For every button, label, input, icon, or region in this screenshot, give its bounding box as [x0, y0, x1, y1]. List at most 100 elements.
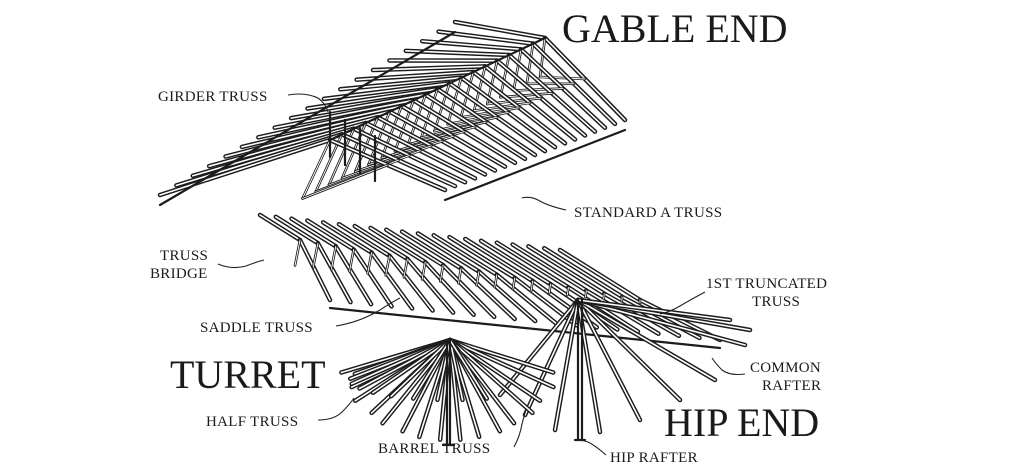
hip-end-rafter-inner: [577, 299, 681, 401]
main-span-web-inner: [294, 239, 301, 266]
gable-wing-rafter-left-inner: [454, 21, 546, 39]
leader-girder-truss: [287, 93, 329, 113]
gable-wing-plate-right: [443, 128, 627, 202]
main-span-web-inner: [367, 252, 373, 274]
gable-wing-web-inner: [499, 92, 553, 98]
label-truss-bridge-line2: BRIDGE: [150, 266, 208, 282]
leader-first-truncated: [659, 291, 706, 315]
gable-wing-web-inner: [302, 139, 331, 199]
label-truss-bridge-line1: TRUSS: [160, 248, 208, 264]
main-span-rafter-front-inner: [460, 267, 516, 320]
main-span-rafter-back-inner: [338, 223, 391, 257]
main-span-web-inner: [548, 283, 551, 294]
main-span-web-inner: [439, 264, 444, 282]
leader-barrel-truss: [513, 409, 527, 448]
main-span-rafter-front-inner: [299, 239, 331, 301]
label-girder-truss: GIRDER TRUSS: [158, 89, 268, 105]
main-span-rafter-back-inner: [401, 230, 462, 270]
label-turret: TURRET: [170, 352, 326, 397]
turret-half-rafter-inner: [372, 339, 451, 394]
main-span-rafter-back-inner: [353, 225, 409, 260]
main-span-rafter-back-inner: [496, 241, 570, 289]
turret-rafter-inner: [449, 339, 534, 414]
leader-hip-rafter: [577, 439, 607, 456]
main-span-web-inner: [457, 267, 462, 284]
main-span-web-inner: [330, 245, 337, 270]
main-span-rafter-back-inner: [259, 214, 301, 241]
main-span-rafter-front-inner: [496, 273, 557, 324]
main-span-rafter-back-inner: [559, 249, 641, 301]
hip-end-rafter-inner: [554, 299, 579, 431]
gable-wing-rafter-left-inner: [224, 116, 379, 158]
label-first-truncated-line2: TRUSS: [752, 294, 800, 310]
main-span-rafter-back-inner: [385, 228, 444, 267]
main-span-rafter-front-inner: [388, 254, 434, 312]
main-span-rafter-front-inner: [352, 248, 393, 308]
main-span-rafter-front-inner: [406, 258, 454, 314]
hip-end-rafter-inner: [577, 299, 746, 346]
gable-wing-rafter-left-inner: [208, 122, 367, 167]
label-gable-end: GABLE END: [562, 6, 788, 51]
turret-half-rafter-inner: [412, 339, 451, 400]
main-span-rafter-back-inner: [369, 227, 427, 263]
main-span-rafter-front-inner: [317, 242, 352, 303]
label-hip-rafter: HIP RAFTER: [610, 450, 698, 466]
truss-framework-drawing: [157, 19, 753, 447]
main-span-rafter-back-inner: [290, 217, 337, 248]
main-span-rafter-back-inner: [274, 216, 319, 244]
main-span-web-inner: [530, 280, 534, 292]
main-span-rafter-front-inner: [442, 264, 496, 318]
hip-end-rafter-inner: [577, 299, 731, 321]
main-span-rafter-back-inner: [480, 239, 552, 286]
main-span-rafter-front-inner: [478, 270, 537, 322]
hip-end-rafter-inner: [499, 299, 579, 396]
main-span-web-inner: [403, 258, 408, 278]
main-span-web-inner: [512, 277, 516, 290]
gable-wing-web-inner: [513, 88, 564, 91]
main-span-rafter-front-inner: [334, 245, 372, 306]
main-span-web-inner: [312, 242, 319, 268]
leader-saddle-truss: [335, 297, 401, 327]
main-span-web-inner: [476, 271, 480, 286]
hip-end-rafter-inner: [577, 299, 716, 381]
gable-wing-web-inner: [499, 54, 510, 98]
label-common-rafter-line1: COMMON: [750, 360, 821, 376]
label-saddle-truss: SADDLE TRUSS: [200, 320, 313, 336]
leader-lines: [217, 93, 746, 456]
turret-rafter-inner: [449, 339, 555, 388]
main-span-rafter-back-inner: [417, 232, 480, 273]
leader-half-truss: [317, 397, 355, 421]
main-span-rafter-back-inner: [511, 243, 588, 292]
label-standard-a-truss: STANDARD A TRUSS: [574, 205, 722, 221]
label-barrel-truss: BARREL TRUSS: [378, 441, 490, 457]
main-span-rafter-back-inner: [448, 236, 516, 279]
gable-wing-rafter-left-inner: [191, 127, 355, 177]
main-span-web-inner: [603, 293, 605, 300]
main-span-rafter-front-inner: [567, 286, 639, 333]
main-span-rafter-back-inner: [464, 238, 534, 282]
main-span-rafter-back-inner: [306, 219, 355, 251]
main-span-rafter-front-inner: [370, 251, 413, 310]
main-span-plate: [328, 306, 722, 350]
leader-truss-bridge: [217, 259, 265, 269]
leader-common-rafter: [711, 357, 746, 376]
labels: GABLE END GIRDER TRUSS STANDARD A TRUSS …: [150, 6, 827, 466]
turret-rafter-inner: [449, 339, 541, 402]
gable-wing-rafter-left-inner: [241, 110, 391, 148]
main-span-web-inner: [585, 290, 587, 298]
main-span-rafter-front-inner: [603, 292, 680, 337]
turret-half-rafter-inner: [390, 339, 451, 397]
hip-end-rafter-inner: [577, 299, 641, 421]
gable-wing-ridge: [328, 36, 547, 142]
gable-wing-web-inner: [526, 43, 534, 85]
main-span-web-inner: [566, 286, 569, 296]
main-span-web-inner: [385, 255, 390, 276]
gable-wing-rafter-left-inner: [159, 139, 331, 196]
gable-wing-plate-left: [158, 30, 457, 207]
leader-standard-a-truss: [521, 196, 567, 211]
label-half-truss: HALF TRUSS: [206, 414, 298, 430]
gable-wing-web-inner: [302, 164, 388, 199]
main-span-rafter-front-inner: [424, 261, 475, 316]
label-common-rafter-line2: RAFTER: [762, 378, 821, 394]
